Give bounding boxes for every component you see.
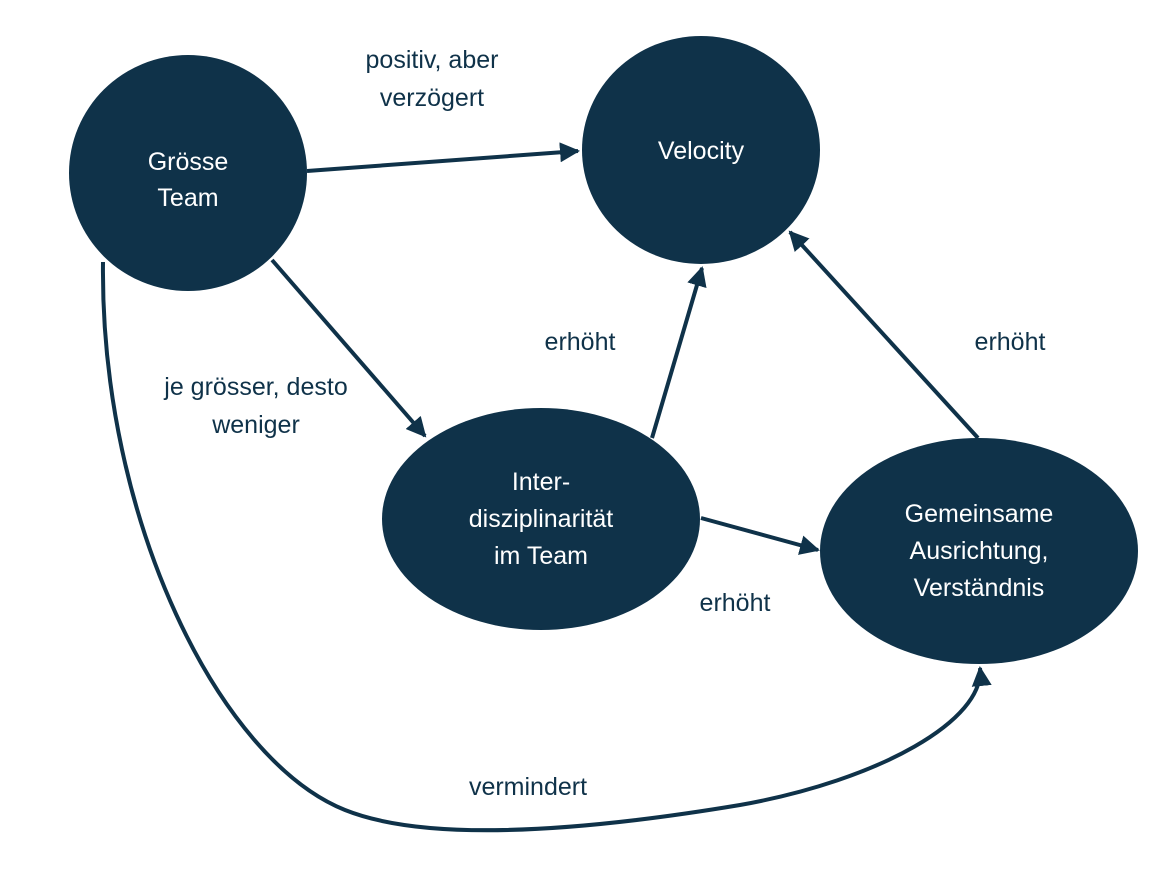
node-label-line: Gemeinsame [905,500,1054,528]
edge-label-inter-to-velocity: erhöht [545,328,616,356]
node-label-line: Grösse [148,148,229,176]
node-label-line: Inter- [512,468,570,496]
edge-team-to-inter [270,258,427,438]
node-label-line: Team [157,184,218,212]
edge-label-team-to-velocity: verzögert [380,84,484,112]
node-label-line: Velocity [658,137,745,165]
edge-label-inter-to-ausrichtung: erhöht [700,589,771,617]
node-interdisziplinaritaet: Inter- disziplinarität im Team [382,408,700,630]
edge-label-team-to-inter: weniger [211,411,300,439]
node-gemeinsame-ausrichtung: Gemeinsame Ausrichtung, Verständnis [820,438,1138,664]
node-label-line: Ausrichtung, [910,537,1049,565]
edge-label-ausrichtung-to-velocity: erhöht [975,328,1046,356]
node-label-line: Verständnis [914,574,1045,602]
node-groesse-team: Grösse Team [69,55,307,291]
node-label-line: im Team [494,542,588,570]
edge-label-team-to-ausrichtung: vermindert [469,773,587,801]
node-label-line: disziplinarität [469,505,614,533]
edge-inter-to-velocity [650,266,707,439]
edge-inter-to-ausrichtung [700,516,820,555]
edge-team-to-ausrichtung [100,261,992,833]
edge-ausrichtung-to-velocity [788,230,980,440]
edge-team-to-velocity [306,142,580,173]
edge-label-team-to-inter: je grösser, desto [163,373,347,401]
edge-label-team-to-velocity: positiv, aber [366,46,499,74]
node-velocity: Velocity [582,36,820,264]
